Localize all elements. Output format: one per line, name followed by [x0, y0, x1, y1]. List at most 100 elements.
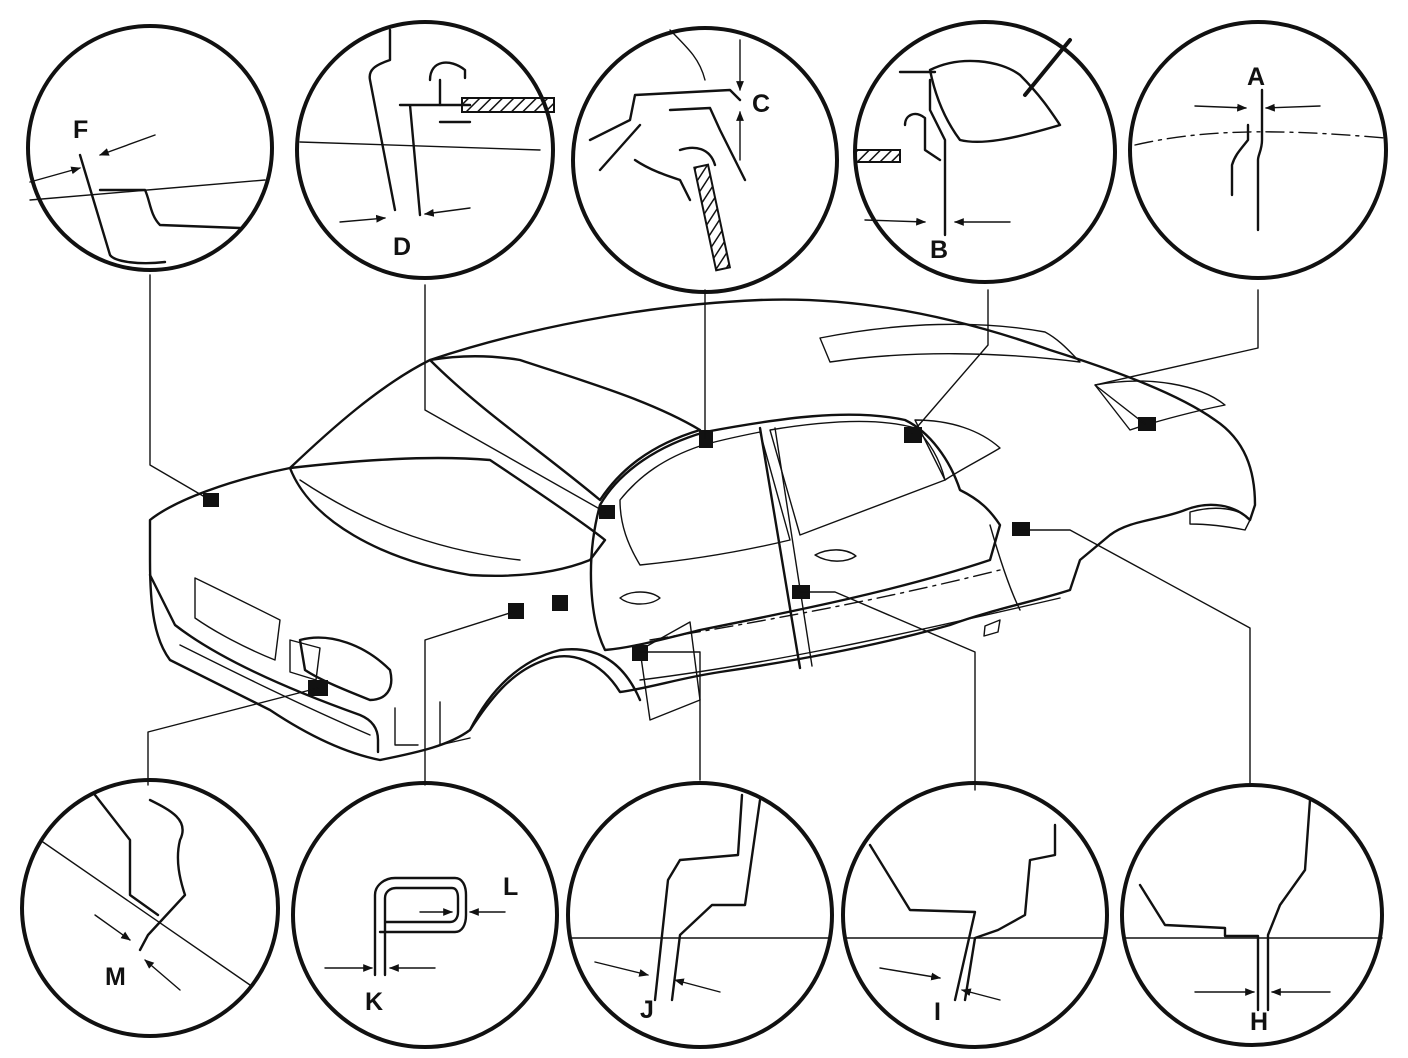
fender-edge-m	[93, 793, 160, 917]
car-outline	[148, 298, 1257, 762]
rear-window-b	[928, 59, 1062, 144]
turn-signal	[289, 639, 321, 681]
detail-circle-i	[841, 781, 1109, 1049]
car-body	[148, 298, 1257, 762]
sill-line	[639, 597, 1061, 681]
rear-quarter	[1094, 380, 1226, 431]
rear-fender-line	[989, 524, 1021, 611]
roof-outer-c	[598, 123, 642, 172]
detail-f: F	[26, 24, 274, 272]
handle-outline-inner	[383, 886, 460, 977]
label-i: I	[934, 998, 941, 1026]
leader-d	[424, 284, 606, 513]
arrow-a-right	[1265, 103, 1321, 112]
arrow-m-right	[144, 959, 181, 991]
front-window	[619, 431, 791, 566]
hood-crease	[299, 479, 521, 561]
arrow-d-left	[339, 214, 386, 223]
arrow-b-left	[864, 217, 926, 226]
marker-a	[1138, 417, 1156, 431]
label-k: K	[365, 988, 383, 1016]
detail-circle-d	[295, 20, 555, 280]
detail-h: H	[1120, 783, 1384, 1047]
detail-m: M	[20, 778, 280, 1038]
glass-d	[461, 97, 555, 113]
handle-outline-outer	[373, 876, 468, 977]
panel-edge-a-right	[1256, 88, 1264, 232]
b-pillar-inner	[774, 427, 813, 667]
arrow-a-left	[1194, 103, 1247, 112]
door-edge-i-left	[868, 843, 977, 1002]
c-pillar-glass	[914, 419, 1001, 481]
detail-circle-c	[571, 26, 839, 294]
panel-edge-f	[29, 179, 266, 201]
detail-d: D	[295, 20, 555, 280]
grille	[194, 577, 281, 661]
detail-k: L K	[291, 781, 559, 1049]
detail-b: B	[853, 20, 1117, 284]
rear-window	[769, 420, 946, 536]
detail-circle-m	[20, 778, 280, 1038]
leader-a	[1094, 289, 1259, 425]
rear-door-handle	[814, 549, 857, 562]
arrow-f-left	[29, 166, 81, 183]
bumper-lower	[179, 644, 371, 736]
leader-b	[911, 289, 989, 434]
underbody-detail	[394, 701, 471, 746]
label-d: D	[393, 233, 411, 261]
detail-circle-j	[566, 781, 834, 1049]
rear-lamp	[1189, 507, 1251, 531]
label-b: B	[930, 236, 948, 264]
pillar-b	[898, 70, 947, 237]
windshield	[428, 355, 702, 502]
label-f: F	[73, 116, 88, 144]
detail-circle-h	[1120, 783, 1384, 1047]
bumper-line-m	[39, 839, 251, 986]
leader-m	[147, 687, 319, 786]
contour-line-a	[1134, 131, 1386, 146]
fuel-door	[983, 619, 1001, 637]
arrow-i-left	[879, 967, 941, 981]
roof-line-c	[669, 29, 706, 81]
detail-i: I	[841, 781, 1109, 1049]
leader-f	[149, 274, 211, 501]
marker-c	[699, 430, 713, 448]
fender-edge-f	[78, 153, 167, 265]
front-bumper	[148, 573, 380, 754]
hood	[288, 456, 607, 577]
detail-circle-a	[1128, 20, 1388, 280]
roof-panel-c	[588, 88, 742, 142]
label-l: L	[503, 873, 518, 901]
detail-circle-f	[26, 24, 274, 272]
label-a: A	[1247, 63, 1265, 91]
arrow-m-left	[94, 914, 131, 941]
lamp-edge-m	[138, 798, 187, 952]
side-molding	[649, 569, 1001, 641]
detail-circle-k	[291, 781, 559, 1049]
trunk-lid	[819, 323, 1081, 363]
detail-a: A	[1128, 20, 1388, 280]
glass-c	[693, 163, 732, 272]
b-pillar	[758, 426, 802, 670]
marker-f	[203, 493, 219, 507]
arrow-i-right	[961, 988, 1001, 1001]
leader-h	[1019, 529, 1251, 786]
label-j: J	[640, 996, 654, 1024]
arrow-j-right	[674, 978, 721, 993]
arrow-f-right	[99, 134, 156, 156]
marker-h	[1012, 522, 1030, 536]
leader-lines	[147, 274, 1259, 791]
pillar-edge-d	[368, 28, 397, 212]
seal-d	[428, 61, 472, 124]
seal-b	[903, 112, 942, 162]
fender-edge-h	[1266, 798, 1312, 1012]
arrow-j-left	[594, 961, 649, 977]
label-c: C	[752, 90, 770, 118]
panel-edge-a-left	[1230, 123, 1250, 197]
fender-edge-j	[653, 793, 744, 1002]
ref-line-d	[299, 141, 541, 151]
glass-edge-b	[1023, 38, 1072, 97]
detail-c: C	[571, 26, 839, 294]
